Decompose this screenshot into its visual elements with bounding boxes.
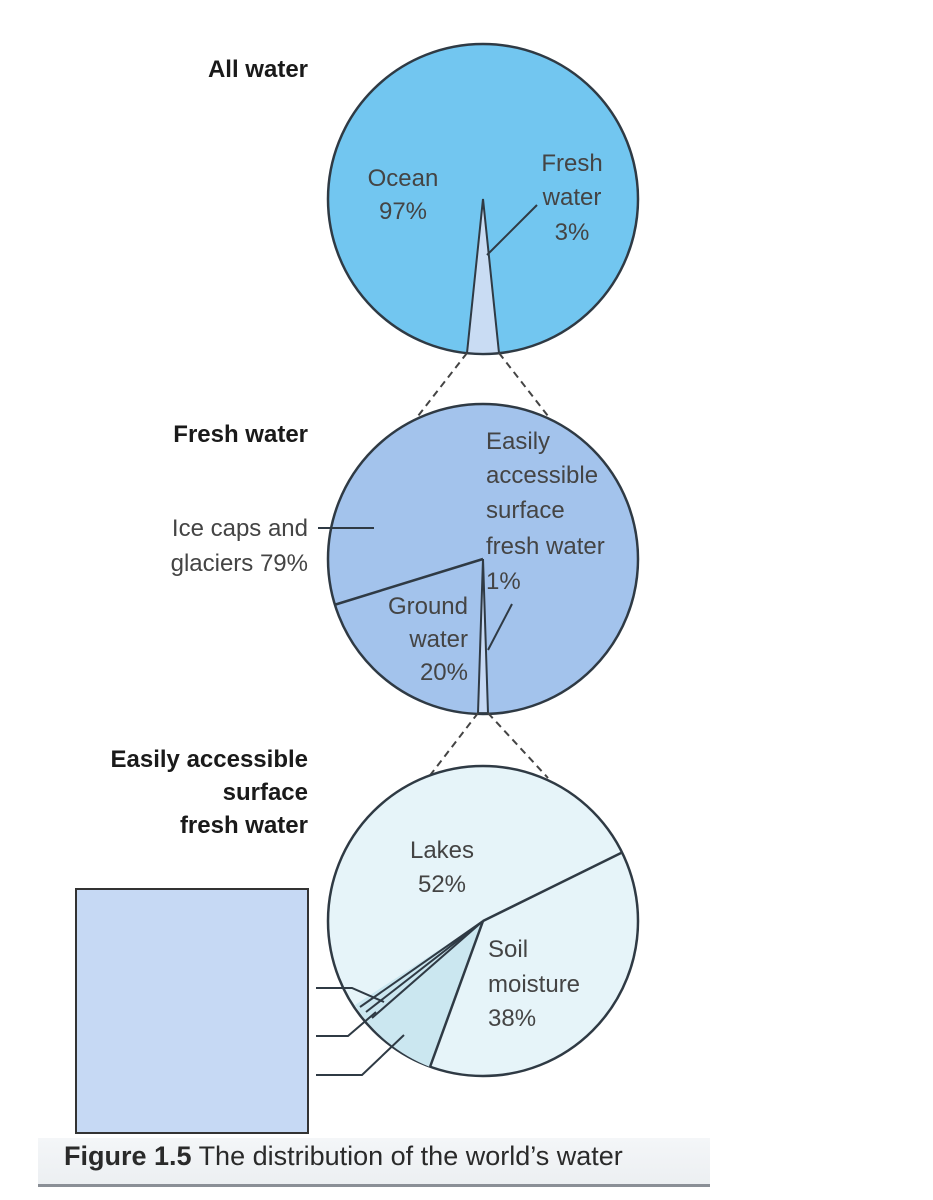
- surface-water-leader-line: [487, 603, 513, 651]
- soil-moisture-value: 38%: [488, 1005, 536, 1032]
- surface-water-label-line2: accessible: [486, 462, 598, 489]
- surface-water-label-line3: surface: [486, 497, 565, 524]
- surface-fresh-water-slice: [476, 558, 490, 715]
- small-slice-leader-3: [316, 1034, 405, 1076]
- fresh-water-value: 3%: [555, 219, 590, 246]
- pie-surface-water-title-line1: Easily accessible: [111, 746, 308, 773]
- divider-soil-small: [428, 920, 485, 1068]
- pie-fresh-water: [326, 402, 640, 716]
- ground-water-label-line2: water: [408, 626, 468, 653]
- connector-left-1: [417, 352, 468, 417]
- ocean-label: Ocean: [368, 165, 439, 192]
- caption-band: [38, 1138, 710, 1187]
- ground-water-value: 20%: [420, 659, 468, 686]
- surface-water-label-line1: Easily: [486, 428, 550, 455]
- pie-all-water-title: All water: [208, 56, 308, 83]
- connector-right-2: [487, 712, 549, 779]
- lakes-label: Lakes: [410, 837, 474, 864]
- fresh-water-leader-line: [486, 204, 538, 256]
- connector-left-2: [427, 712, 479, 779]
- ice-caps-label-line1: Ice caps and: [172, 515, 308, 542]
- surface-water-label-line4: fresh water: [486, 533, 605, 560]
- pie-all-water: [326, 42, 640, 356]
- figure-number: Figure 1.5: [64, 1141, 192, 1171]
- small-slice-leader-2: [316, 1011, 377, 1037]
- soil-moisture-label-line2: moisture: [488, 971, 580, 998]
- figure-caption-text: The distribution of the world’s water: [198, 1141, 623, 1171]
- pie-surface-water-title-line2: surface: [223, 779, 308, 806]
- figure-caption: Figure 1.5 The distribution of the world…: [64, 1141, 623, 1172]
- connector-right-1: [498, 352, 549, 417]
- pie-surface-water-title-line3: fresh water: [180, 812, 308, 839]
- fresh-water-label-line1: Fresh: [541, 150, 602, 177]
- divider-ice-ground: [333, 557, 484, 607]
- surface-water-value: 1%: [486, 568, 521, 595]
- small-slice-leader-1: [316, 987, 385, 1003]
- pie-fresh-water-title: Fresh water: [173, 421, 308, 448]
- ground-water-label-line1: Ground: [388, 593, 468, 620]
- ocean-value: 97%: [379, 198, 427, 225]
- divider-small-2: [365, 920, 484, 1013]
- small-slices-region: [355, 921, 483, 1067]
- pie-surface-water: [326, 764, 640, 1078]
- divider-small-1: [371, 920, 484, 1019]
- divider-lakes-soil: [482, 851, 622, 923]
- lakes-value: 52%: [418, 871, 466, 898]
- divider-small-3: [359, 920, 484, 1008]
- fresh-water-label-line2: water: [542, 184, 602, 211]
- pie-all-water-fresh-slice: [465, 198, 501, 355]
- ice-caps-label-line2: glaciers 79%: [171, 550, 308, 577]
- blank-inset-box: [75, 888, 309, 1134]
- soil-moisture-label-line1: Soil: [488, 936, 528, 963]
